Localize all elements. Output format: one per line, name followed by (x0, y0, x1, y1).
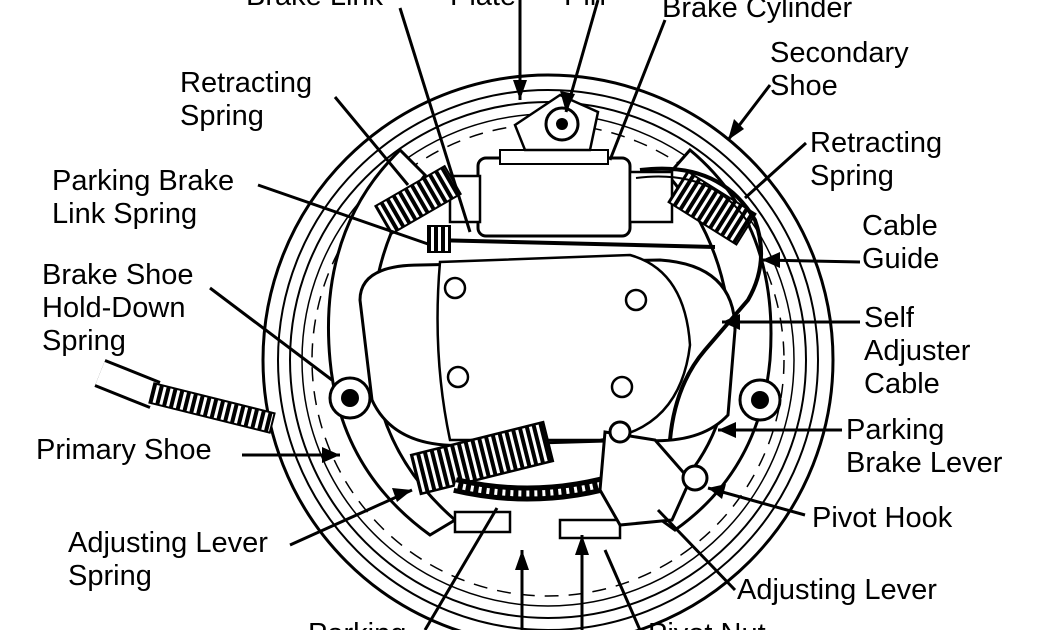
label-self-adjuster-cable: Self Adjuster Cable (864, 302, 970, 401)
label-pivot-nut-cut-text: Pivot Nut (648, 618, 766, 630)
label-adjusting-lever-spring: Adjusting Lever Spring (68, 527, 268, 593)
label-hold-down-line2: Hold-Down (42, 292, 186, 324)
label-cable-guide: Cable Guide (862, 210, 939, 276)
hold-down-spring-right (738, 378, 782, 422)
self-adjuster-cable (639, 166, 764, 441)
label-secondary-shoe: Secondary Shoe (770, 37, 909, 103)
label-cable-guide-line1: Cable (862, 210, 938, 242)
brake-cylinder (448, 149, 674, 238)
label-plate-text: Plate (450, 0, 516, 13)
label-self-adjuster-line3: Cable (864, 368, 940, 400)
label-hold-down-line1: Brake Shoe (42, 259, 194, 291)
label-brake-cylinder: Brake Cylinder (662, 0, 852, 25)
adjusting-lever-spring (409, 420, 555, 496)
label-brake-link-text: Brake Link (246, 0, 383, 13)
label-pivot-hook-text: Pivot Hook (812, 502, 953, 534)
label-secondary-shoe-line2: Shoe (770, 70, 838, 102)
socket (453, 510, 512, 534)
label-adjusting-lever-text: Adjusting Lever (737, 574, 937, 606)
label-cable-guide-line2: Guide (862, 243, 940, 275)
pivot-nut (558, 518, 622, 540)
label-self-adjuster-line1: Self (864, 302, 914, 334)
adjusting-lever (598, 430, 692, 527)
label-parking-cut: Parking (308, 618, 406, 630)
label-brake-link: Brake Link (246, 0, 383, 13)
label-pivot-nut-cut: Pivot Nut (648, 618, 766, 630)
label-parking-brake-lever-line1: Parking (846, 414, 945, 446)
label-adjusting-lever-spring-line1: Adjusting Lever (68, 527, 268, 559)
label-hold-down-line3: Spring (42, 325, 126, 357)
label-parking-cut-text: Parking (308, 618, 406, 630)
label-adjusting-lever: Adjusting Lever (737, 574, 937, 607)
label-retracting-spring-left: Retracting Spring (180, 67, 312, 133)
hold-down-spring-left (328, 376, 372, 420)
retracting-spring-right (667, 170, 757, 246)
label-parking-brake-lever-line2: Brake Lever (846, 447, 1003, 479)
label-retracting-spring-left-line1: Retracting (180, 67, 313, 99)
leader-lines (209, 0, 861, 630)
label-secondary-shoe-line1: Secondary (770, 37, 909, 69)
label-pivot-hook: Pivot Hook (812, 502, 952, 535)
label-primary-shoe: Primary Shoe (36, 434, 212, 467)
label-plate: Plate (450, 0, 516, 13)
anchor-pin (513, 93, 600, 152)
label-parking-brake-link-spring-line2: Link Spring (52, 198, 198, 230)
parking-brake-cable (94, 359, 276, 434)
parking-brake-link (431, 238, 716, 249)
label-parking-brake-link-spring-line1: Parking Brake (52, 165, 235, 197)
label-pin: Pin (564, 0, 606, 13)
label-brake-cylinder-text: Brake Cylinder (662, 0, 853, 24)
label-pin-text: Pin (564, 0, 606, 13)
label-retracting-spring-right-line2: Spring (810, 160, 894, 192)
label-self-adjuster-line2: Adjuster (864, 335, 971, 367)
pivot-hook (681, 464, 709, 492)
label-parking-brake-link-spring: Parking Brake Link Spring (52, 165, 234, 231)
label-adjusting-lever-spring-line2: Spring (68, 560, 152, 592)
label-primary-shoe-text: Primary Shoe (36, 434, 212, 466)
label-retracting-spring-left-line2: Spring (180, 100, 264, 132)
label-retracting-spring-right: Retracting Spring (810, 127, 942, 193)
parking-brake-link-spring (427, 225, 451, 253)
label-parking-brake-lever: Parking Brake Lever (846, 414, 1002, 480)
label-retracting-spring-right-line1: Retracting (810, 127, 943, 159)
label-brake-shoe-hold-down-spring: Brake Shoe Hold-Down Spring (42, 259, 194, 358)
hub (436, 253, 692, 442)
leader-arrowheads (322, 80, 780, 570)
